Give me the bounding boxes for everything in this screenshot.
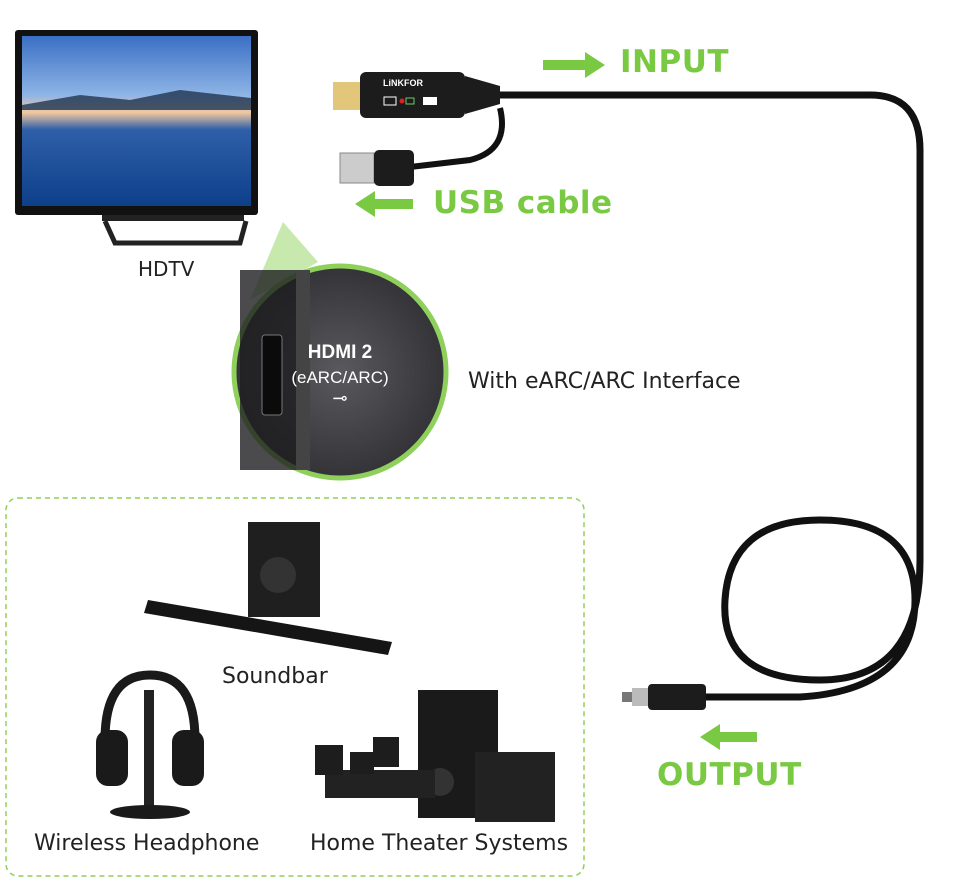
port-name: HDMI 2 [307, 342, 373, 363]
audio-devices-box [5, 497, 585, 877]
usb-cable-label: USB cable [433, 185, 613, 221]
soundbar-image [144, 522, 392, 655]
hdmi-adapter [333, 72, 500, 118]
adapter-brand: LiNKFOR [383, 78, 423, 88]
home-theater-label: Home Theater Systems [310, 831, 569, 856]
optical-plug [622, 684, 706, 710]
port-subtitle: (eARC/ARC) [291, 368, 389, 387]
output-label: OUTPUT [657, 757, 802, 793]
usb-plug [339, 150, 414, 186]
hdtv-image [15, 30, 258, 246]
soundbar-label: Soundbar [222, 664, 328, 689]
usb-arrow-icon [355, 191, 413, 217]
arc-input-icon: ⊸ [332, 388, 348, 408]
usb-cable-wire [409, 107, 505, 170]
input-label: INPUT [620, 44, 730, 80]
hdmi-port-closeup [231, 263, 449, 481]
home-theater-image [315, 690, 555, 822]
interface-label: With eARC/ARC Interface [468, 369, 741, 394]
input-arrow-icon [543, 52, 605, 78]
hdtv-label: HDTV [138, 257, 195, 281]
cable [500, 91, 924, 701]
wireless-headphone-image [96, 670, 204, 819]
wireless-headphone-label: Wireless Headphone [34, 831, 260, 856]
output-arrow-icon [700, 724, 757, 750]
